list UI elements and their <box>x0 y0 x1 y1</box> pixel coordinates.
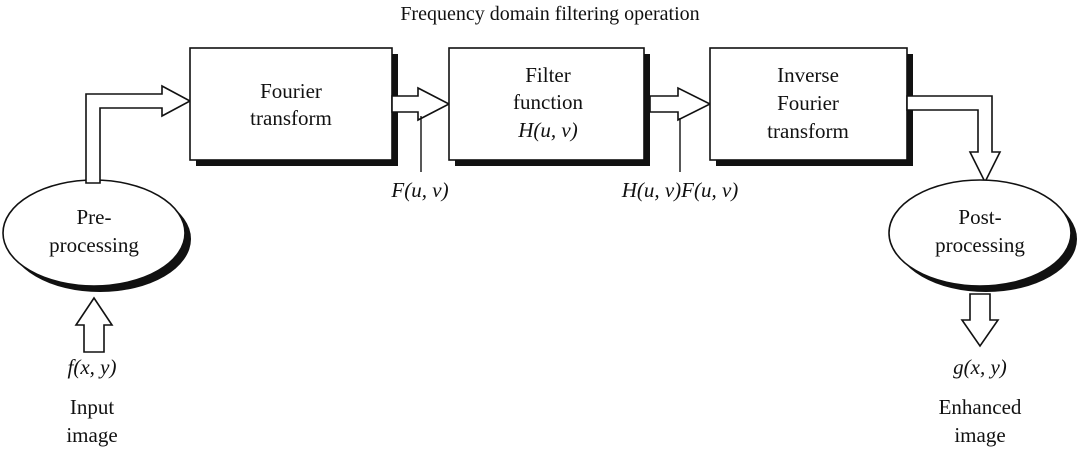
postprocessing-label-1: Post- <box>958 205 1001 229</box>
output-image-label-1: Enhanced <box>939 395 1022 419</box>
postprocessing-node: Post- processing <box>888 179 1077 292</box>
filter-function-node: Filter function H(u, v) <box>448 47 650 166</box>
inverse-fourier-node: Inverse Fourier transform <box>709 47 913 166</box>
preprocessing-node: Pre- processing <box>2 179 191 292</box>
fourier-transform-node: Fourier transform <box>189 47 398 166</box>
output-function-label: g(x, y) <box>953 355 1007 379</box>
input-arrow <box>74 296 114 353</box>
filter-to-inverse-arrow <box>649 86 712 122</box>
output-image-label-2: image <box>954 423 1005 447</box>
filter-function-label-2: function <box>513 90 583 114</box>
fourier-transform-label-2: transform <box>250 106 332 130</box>
filtered-spectrum-label: H(u, v)F(u, v) <box>621 178 739 202</box>
postprocessing-ellipse <box>888 179 1072 287</box>
preprocessing-label-2: processing <box>49 233 139 257</box>
output-arrow <box>960 293 1000 348</box>
inverse-fourier-label-2: Fourier <box>777 91 839 115</box>
input-image-label-2: image <box>66 423 117 447</box>
fourier-to-filter-arrow <box>391 86 451 122</box>
fourier-transform-label-1: Fourier <box>260 79 322 103</box>
preprocessing-label-1: Pre- <box>77 205 112 229</box>
input-image-label-1: Input <box>70 395 114 419</box>
filter-function-label-3: H(u, v) <box>517 118 577 142</box>
inverse-fourier-label-3: transform <box>767 119 849 143</box>
filter-function-label-1: Filter <box>525 63 571 87</box>
postprocessing-label-2: processing <box>935 233 1025 257</box>
inverse-fourier-box <box>709 47 908 161</box>
input-function-label: f(x, y) <box>68 355 117 379</box>
inverse-fourier-label-1: Inverse <box>777 63 839 87</box>
inverse-to-postprocess-arrow <box>906 95 1002 184</box>
filter-function-box <box>448 47 645 161</box>
preprocess-to-fourier-arrow <box>85 84 192 184</box>
spectrum-label: F(u, v) <box>390 178 448 202</box>
diagram-title: Frequency domain filtering operation <box>400 3 699 25</box>
fourier-transform-box <box>189 47 393 161</box>
